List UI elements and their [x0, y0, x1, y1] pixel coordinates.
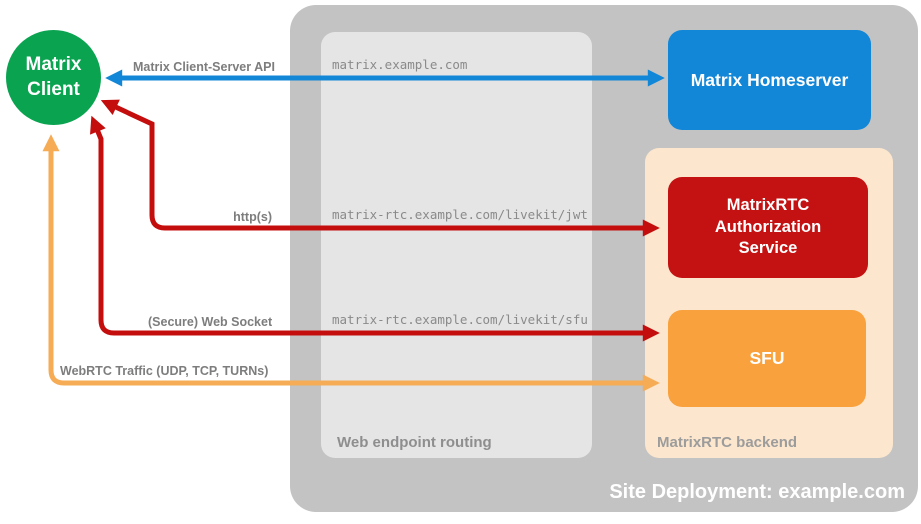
client-server-api-arrow-label: Matrix Client-Server API [133, 60, 275, 74]
web-endpoint-routing-panel [321, 32, 592, 458]
endpoint-livekit-sfu: matrix-rtc.example.com/livekit/sfu [332, 312, 588, 327]
site-deployment-caption: Site Deployment: example.com [609, 481, 905, 503]
matrix-client-node: Matrix Client [6, 30, 101, 125]
sfu-label: SFU [749, 348, 785, 368]
webrtc-traffic-arrow-label: WebRTC Traffic (UDP, TCP, TURNs) [60, 364, 269, 378]
matrix-client-label: Matrix Client [25, 53, 82, 100]
web-endpoint-routing-caption: Web endpoint routing [337, 434, 492, 451]
https-arrow-label: http(s) [233, 210, 272, 224]
endpoint-matrix-example-com: matrix.example.com [332, 57, 468, 72]
matrixrtc-authorization-service-node: MatrixRTC Authorization Service [668, 177, 868, 278]
secure-web-socket-arrow-label: (Secure) Web Socket [148, 315, 273, 329]
matrixrtc-backend-caption: MatrixRTC backend [657, 434, 798, 451]
sfu-node: SFU [668, 310, 866, 407]
matrix-homeserver-label: Matrix Homeserver [690, 69, 849, 90]
endpoint-livekit-jwt: matrix-rtc.example.com/livekit/jwt [332, 207, 588, 222]
matrix-homeserver-node: Matrix Homeserver [668, 30, 871, 130]
authorization-service-label: MatrixRTC Authorization Service [714, 196, 822, 258]
